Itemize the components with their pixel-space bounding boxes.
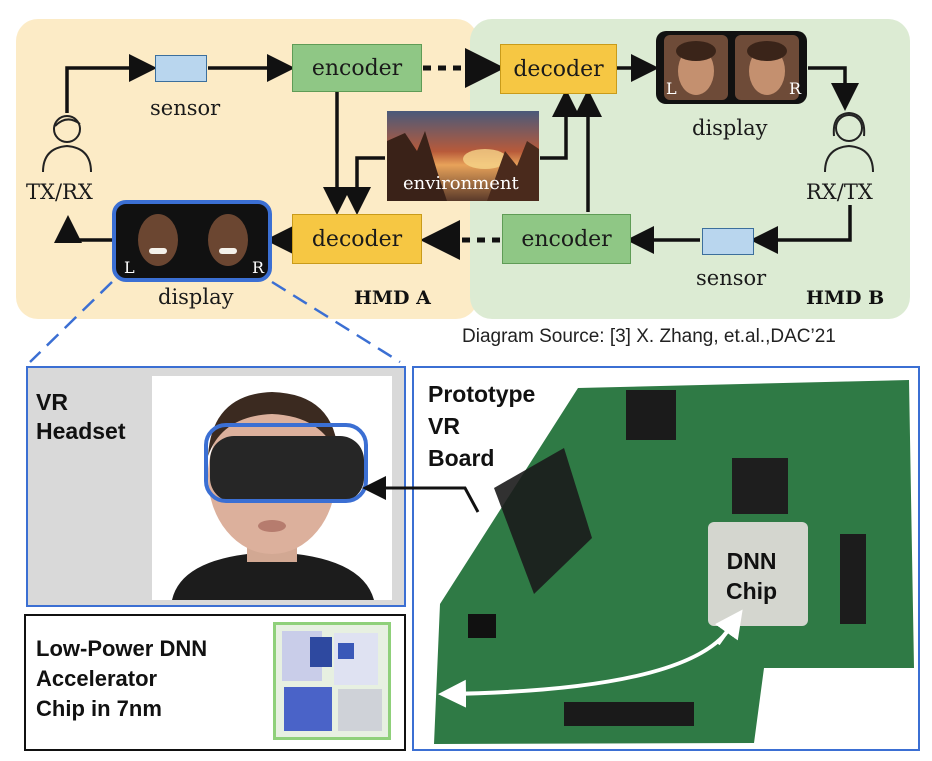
accelerator-title-line3: Chip in 7nm: [36, 696, 162, 721]
arrow-dnn-chip-to-accelerator: [438, 615, 738, 708]
sensor-b-block: [702, 228, 754, 255]
headset-device: [210, 436, 364, 502]
display-a-faces: [138, 214, 248, 266]
prototype-board-title: Prototype VR Board: [428, 378, 535, 474]
arrow-display-a-to-user-a: [54, 215, 112, 243]
hmd-b-title: HMD B: [806, 287, 885, 309]
user-a-icon: [42, 115, 92, 173]
environment-image: environment: [387, 111, 539, 201]
encoder-b-block: encoder: [502, 214, 631, 264]
decoder-a-block: decoder: [292, 214, 422, 264]
environment-label: environment: [403, 173, 519, 194]
arrow-user-a-to-sensor: [65, 54, 157, 113]
prototype-board-title-line3: Board: [428, 445, 495, 471]
sensor-a-label: sensor: [150, 96, 221, 120]
display-b-image: L R: [656, 31, 807, 104]
sensor-b-label: sensor: [696, 266, 767, 290]
prototype-board-panel: Prototype VR Board DNN Chip: [412, 366, 920, 751]
display-a-image: L R: [112, 200, 272, 282]
accelerator-title-line1: Low-Power DNN: [36, 636, 208, 661]
display-a-right-eye: R: [252, 258, 265, 277]
vr-headset-title-line1: VR: [36, 389, 68, 415]
chip-layout-image: [273, 622, 391, 740]
encoder-a-block: encoder: [292, 44, 422, 92]
arrow-user-b-to-sensor-b: [750, 205, 852, 254]
display-b-label: display: [692, 116, 768, 140]
accelerator-panel: Low-Power DNN Accelerator Chip in 7nm: [24, 614, 406, 751]
prototype-board-title-line1: Prototype: [428, 381, 536, 407]
vr-headset-title: VR Headset: [36, 388, 125, 446]
dnn-chip-label: DNN Chip: [726, 546, 777, 606]
arrow-environment-to-decoder-b: [540, 89, 580, 160]
display-b-faces: [664, 35, 799, 100]
user-b-label: RX/TX: [806, 180, 873, 204]
accelerator-title: Low-Power DNN Accelerator Chip in 7nm: [36, 634, 207, 724]
vr-headset-panel: VR Headset: [26, 366, 406, 607]
zoom-lines: [29, 280, 401, 364]
hmd-a-title: HMD A: [354, 287, 431, 309]
display-a-label: display: [158, 285, 234, 309]
diagram-source-caption: Diagram Source: [3] X. Zhang, et.al.,DAC…: [462, 326, 836, 347]
dnn-chip-label-line2: Chip: [726, 578, 778, 604]
arrow-board-to-headset: [362, 476, 480, 513]
display-b-right-eye: R: [789, 79, 802, 98]
vr-headset-title-line2: Headset: [36, 418, 126, 444]
environment-scene: [387, 131, 539, 201]
arrow-environment-to-decoder-a: [343, 156, 385, 215]
arrow-display-b-to-user-b: [808, 66, 859, 111]
user-b-icon: [824, 111, 874, 173]
display-a-left-eye: L: [124, 258, 135, 277]
decoder-b-block: decoder: [500, 44, 617, 94]
accelerator-title-line2: Accelerator: [36, 666, 158, 691]
user-a-label: TX/RX: [26, 180, 93, 204]
chip-layout-art: [282, 631, 382, 731]
arrow-dnn-chip-tip: [714, 609, 743, 646]
pcb-board: [434, 380, 914, 744]
sensor-a-block: [155, 55, 207, 82]
dnn-chip-label-line1: DNN: [726, 548, 777, 574]
display-b-left-eye: L: [666, 79, 677, 98]
diagram-arrows: [54, 48, 859, 260]
headset-highlight: [204, 423, 368, 503]
prototype-board-title-line2: VR: [428, 413, 460, 439]
